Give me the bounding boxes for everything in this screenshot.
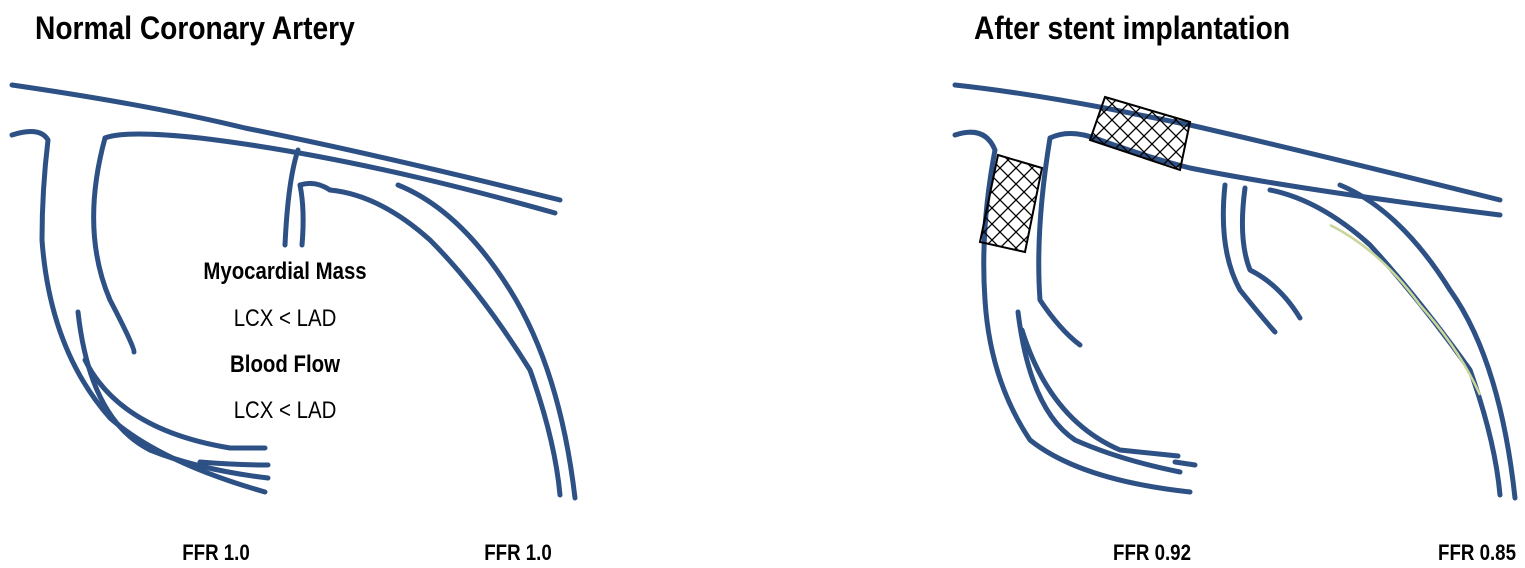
right-lcx-plaque xyxy=(1330,225,1480,395)
left-diag-lower-a xyxy=(78,312,268,478)
left-mid-branch-a xyxy=(285,150,298,245)
right-outer-branch-inner xyxy=(1039,138,1080,345)
left-tip-fork xyxy=(200,462,268,465)
right-lcx-outer xyxy=(1340,185,1515,498)
left-mid-branch-b xyxy=(300,185,303,245)
left-outer-branch-inner xyxy=(94,138,134,352)
left-mid-branch-connect xyxy=(300,183,330,190)
left-diag-lower-b xyxy=(85,360,265,448)
right-lcx-inner xyxy=(1270,190,1500,495)
right-mid-branch-a xyxy=(1223,185,1275,332)
left-lcx-inner xyxy=(330,190,560,495)
right-mid-branch-b xyxy=(1242,188,1300,318)
stented-coronary-tree xyxy=(955,85,1515,498)
left-outer-branch-outer xyxy=(12,131,265,492)
right-inner-lower-b xyxy=(1022,330,1178,456)
right-tip-fork xyxy=(1175,462,1195,465)
main-vessel-stent xyxy=(1090,97,1190,170)
normal-coronary-tree xyxy=(12,85,575,498)
